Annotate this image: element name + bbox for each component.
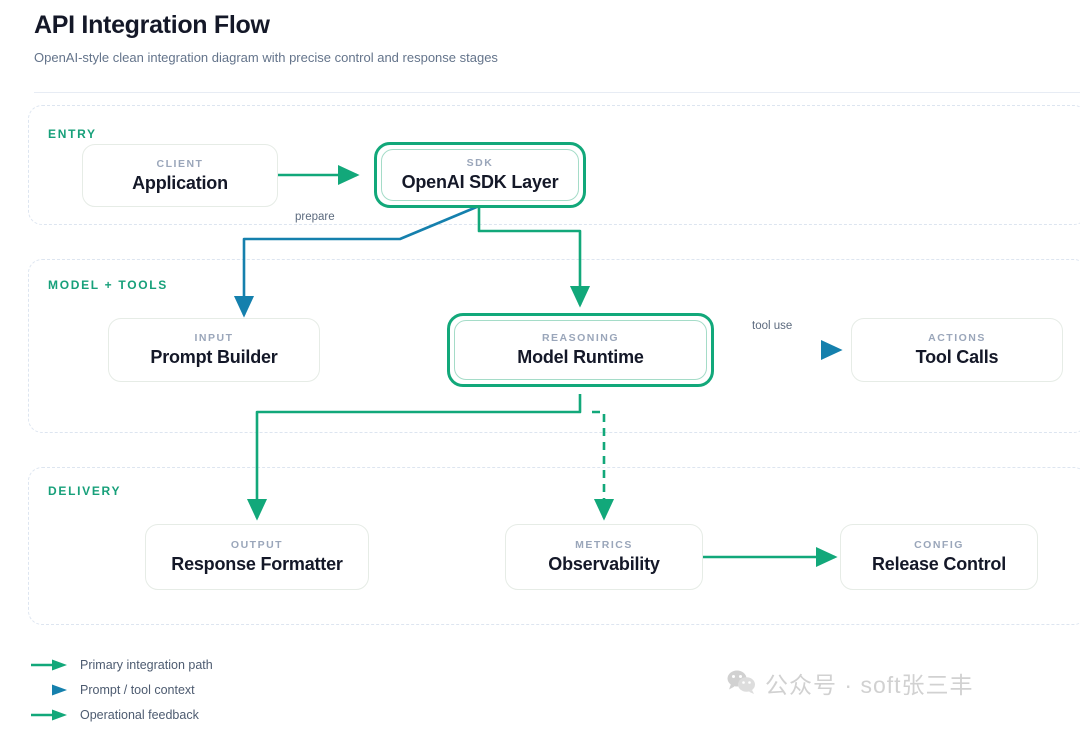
node-inner-model-runtime: REASONING Model Runtime — [454, 320, 707, 380]
edge-label-tool-use: tool use — [752, 320, 793, 332]
edge-sdk-to-prompt-builder — [233, 204, 480, 318]
node-kicker-response-formatter: OUTPUT — [230, 539, 284, 551]
node-kicker-observability: METRICS — [575, 539, 633, 551]
node-kicker-application: CLIENT — [156, 157, 204, 170]
node-kicker-prompt-builder: INPUT — [194, 332, 234, 344]
group-label-model-tools: MODEL + TOOLS — [48, 278, 169, 292]
edge-sdk-to-model-runtime — [477, 206, 591, 308]
node-kicker-tool-calls: ACTIONS — [928, 332, 986, 344]
group-delivery — [28, 467, 1080, 625]
legend: Primary integration path Prompt / tool c… — [30, 652, 213, 727]
node-title-prompt-builder: Prompt Builder — [150, 347, 278, 367]
node-inner-openai-sdk-layer: SDK OpenAI SDK Layer — [381, 149, 579, 201]
watermark-text: 公众号 · soft张三丰 — [765, 671, 974, 698]
node-title-openai-sdk-layer: OpenAI SDK Layer — [401, 172, 559, 192]
legend-arrow-icon — [30, 683, 70, 697]
legend-item-primary-integration-path: Primary integration path — [30, 652, 213, 677]
group-label-delivery: DELIVERY — [48, 484, 122, 498]
legend-label-prompt-tool-context: Prompt / tool context — [80, 682, 195, 697]
node-title-release-control: Release Control — [871, 554, 1007, 574]
legend-arrow-icon — [30, 658, 70, 672]
header-divider — [34, 92, 1080, 93]
wechat-icon — [726, 669, 756, 700]
node-openai-sdk-layer[interactable]: SDK OpenAI SDK Layer — [374, 142, 586, 208]
group-model-tools — [28, 259, 1080, 433]
legend-label-primary-integration-path: Primary integration path — [80, 657, 213, 672]
legend-arrow-icon — [30, 708, 70, 722]
node-observability[interactable]: METRICS Observability — [505, 524, 703, 590]
node-tool-calls[interactable]: ACTIONS Tool Calls — [851, 318, 1063, 382]
page-title: API Integration Flow — [34, 11, 270, 39]
node-title-response-formatter: Response Formatter — [171, 554, 343, 574]
node-title-observability: Observability — [548, 554, 660, 574]
group-label-entry: ENTRY — [48, 127, 97, 141]
edge-label-prepare: prepare — [295, 211, 335, 223]
legend-item-prompt-tool-context: Prompt / tool context — [30, 677, 213, 702]
node-prompt-builder[interactable]: INPUT Prompt Builder — [108, 318, 320, 382]
edge-model-runtime-to-response-formatter — [246, 394, 582, 521]
node-model-runtime[interactable]: REASONING Model Runtime — [447, 313, 714, 387]
page-subtitle: OpenAI-style clean integration diagram w… — [34, 50, 498, 65]
group-entry — [28, 105, 1080, 225]
node-response-formatter[interactable]: OUTPUT Response Formatter — [145, 524, 369, 590]
page-header: API Integration Flow OpenAI-style clean … — [34, 8, 1044, 67]
watermark: 公众号 · soft张三丰 — [726, 669, 974, 700]
node-application[interactable]: CLIENT Application — [82, 144, 278, 207]
node-title-application: Application — [132, 172, 228, 193]
node-title-model-runtime: Model Runtime — [517, 347, 644, 367]
legend-item-operational-feedback: Operational feedback — [30, 702, 213, 727]
node-kicker-release-control: CONFIG — [914, 539, 964, 551]
node-kicker-openai-sdk-layer: SDK — [466, 157, 494, 169]
legend-label-operational-feedback: Operational feedback — [80, 707, 199, 722]
node-kicker-model-runtime: REASONING — [541, 332, 620, 344]
node-release-control[interactable]: CONFIG Release Control — [840, 524, 1038, 590]
edge-model-runtime-to-observability — [592, 410, 615, 521]
node-title-tool-calls: Tool Calls — [915, 347, 999, 367]
